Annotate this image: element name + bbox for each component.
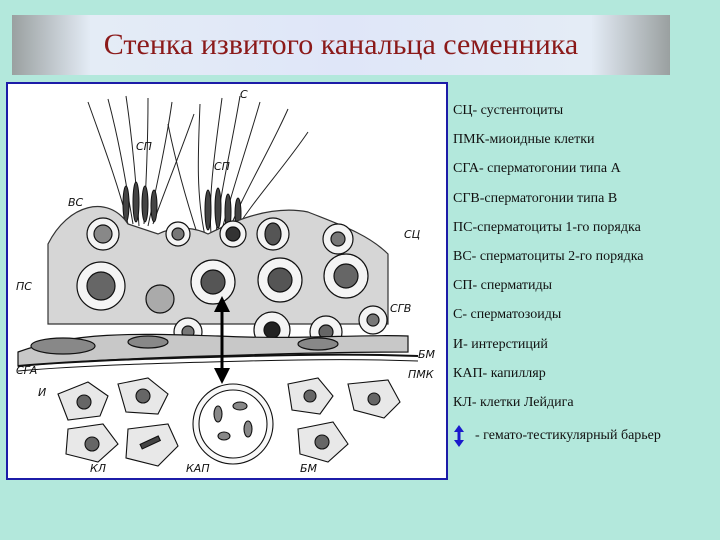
histology-figure: С СП СП ВС СЦ ПС СГВ СГА БМ ПМК И КЛ КАП… — [6, 82, 448, 480]
tubule-wall-drawing: С СП СП ВС СЦ ПС СГВ СГА БМ ПМК И КЛ КАП… — [16, 88, 436, 475]
barrier-legend: - гемато-тестикулярный барьер — [453, 425, 661, 447]
legend-item-pmk: ПМК-миоидные клетки — [453, 132, 595, 148]
label-ps: ПС — [16, 280, 32, 293]
label-c: С — [240, 88, 248, 101]
barrier-label: - гемато-тестикулярный барьер — [475, 428, 661, 443]
double-arrow-icon — [454, 425, 464, 447]
label-pmk: ПМК — [408, 368, 435, 381]
label-sp-2: СП — [214, 160, 230, 173]
legend-item-c: С- сперматозоиды — [453, 307, 562, 323]
legend-item-sp: СП- сперматиды — [453, 278, 553, 294]
basal-layer — [17, 333, 419, 372]
barrier-arrow-in-figure — [214, 296, 230, 384]
label-bm-2: БМ — [300, 462, 318, 475]
legend-item-i: И- интерстиций — [453, 336, 548, 352]
legend-item-sga: СГА- сперматогонии типа А — [453, 161, 621, 177]
legend-item-sgv: СГВ-сперматогонии типа В — [453, 190, 618, 206]
page-title: Стенка извитого канальца семенника — [103, 28, 579, 61]
label-kl: КЛ — [90, 462, 106, 475]
legend-item-ps: ПС-сперматоциты 1-го порядка — [453, 219, 641, 235]
label-sc: СЦ — [404, 228, 421, 241]
label-sp-1: СП — [136, 140, 152, 153]
label-sga: СГА — [16, 364, 37, 377]
spermatids — [122, 181, 242, 231]
legend-item-vs: ВС- сперматоциты 2-го порядка — [453, 248, 644, 264]
legend: СЦ- сустентоциты ПМК-миоидные клетки СГА… — [453, 96, 715, 417]
legend-item-kl: КЛ- клетки Лейдига — [453, 394, 574, 410]
label-sgv: СГВ — [390, 302, 411, 315]
label-vs: ВС — [68, 196, 84, 209]
legend-item-sc: СЦ- сустентоциты — [453, 103, 564, 118]
label-i: И — [38, 386, 46, 399]
label-kap: КАП — [186, 462, 210, 475]
figure-labels: С СП СП ВС СЦ ПС СГВ СГА БМ ПМК И КЛ КАП… — [16, 88, 436, 475]
label-bm-1: БМ — [418, 348, 436, 361]
legend-item-kap: КАП- капилляр — [453, 365, 546, 381]
title-bar: Стенка извитого канальца семенника — [12, 15, 670, 75]
interstitium — [57, 377, 401, 467]
